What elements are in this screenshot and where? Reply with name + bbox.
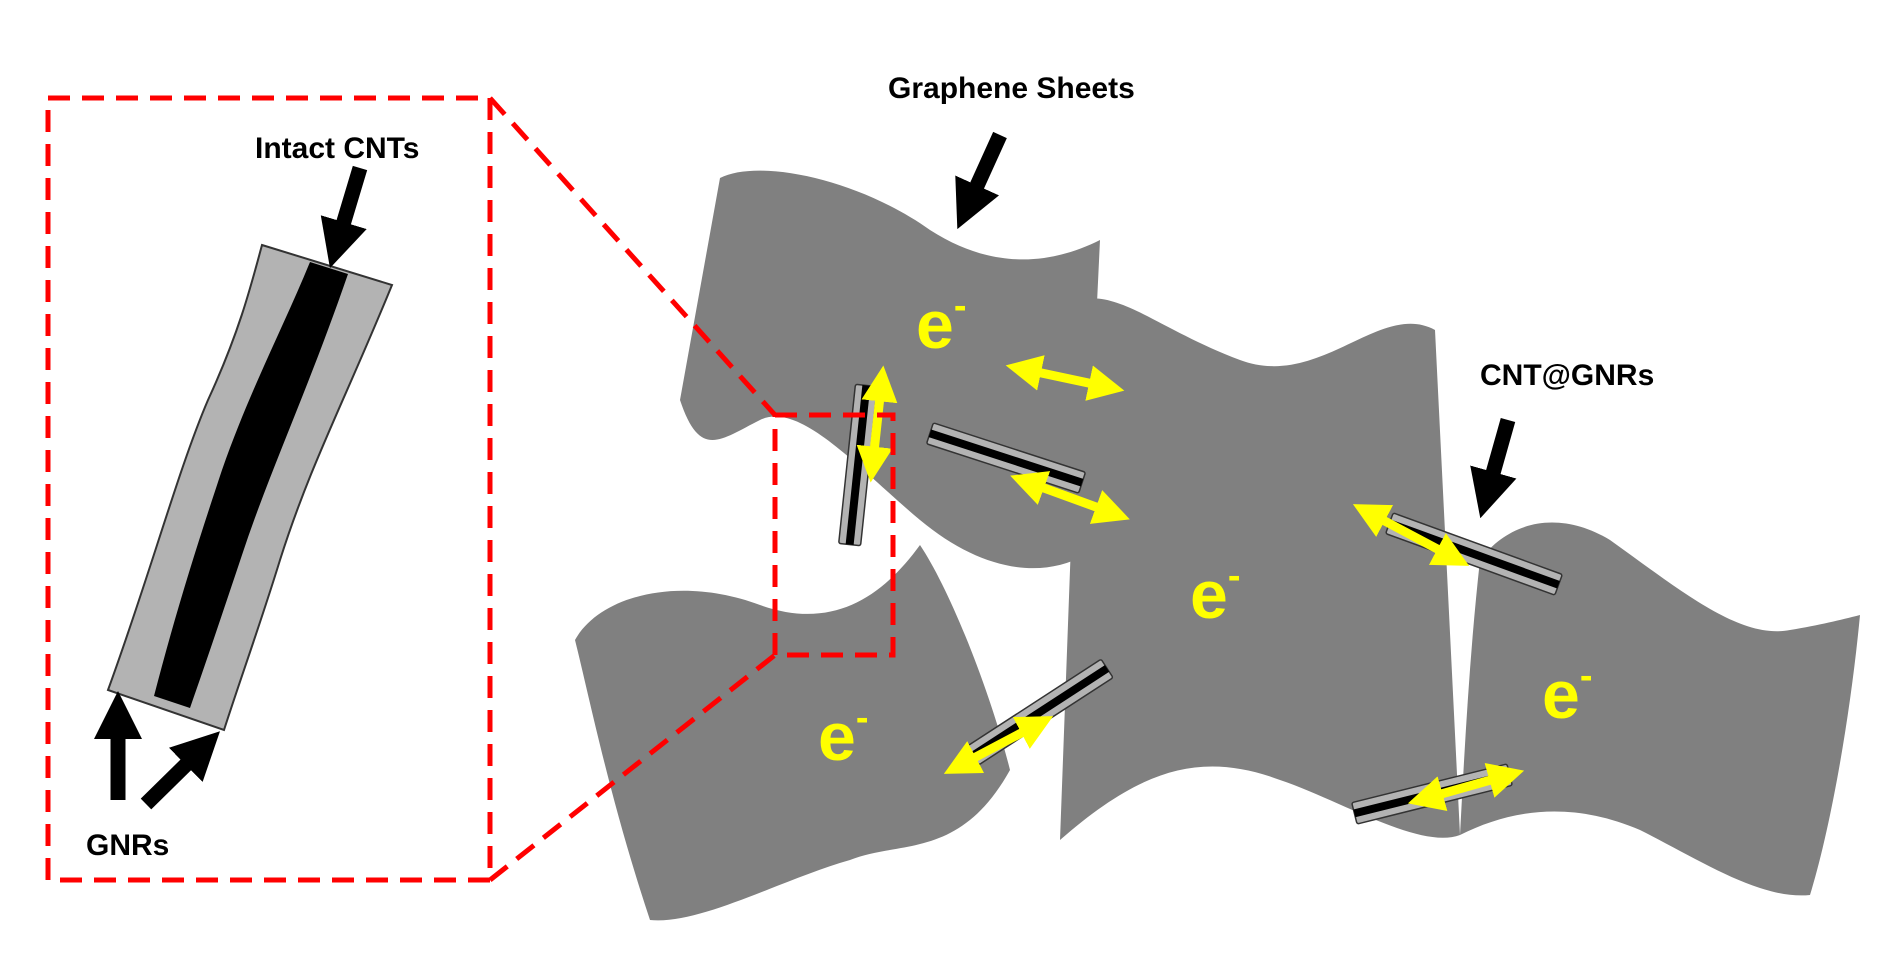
yellow-double-arrow-icon [1005, 355, 1125, 401]
zoom-source-box [772, 412, 896, 658]
yellow-double-arrow-icon [943, 716, 1054, 774]
black-arrow-icon [140, 731, 220, 810]
black-arrow-icon [320, 165, 368, 269]
black-arrow-icon [955, 131, 1007, 230]
graphene-sheet-right [1460, 522, 1860, 896]
graphene-sheet-center [1060, 298, 1460, 840]
zoomed-cnt-gnr [106, 243, 394, 732]
yellow-double-arrow-icon [1352, 504, 1470, 566]
intact-cnts-label: Intact CNTs [255, 132, 419, 165]
yellow-double-arrow-icon [856, 365, 898, 483]
yellow-double-arrow-icon [1010, 471, 1130, 524]
cnt-core [154, 262, 348, 708]
graphene-sheets-label: Graphene Sheets [888, 72, 1135, 105]
graphene-sheets-group [575, 170, 1860, 921]
zoom-indicator [45, 95, 896, 883]
electron-label: e- [1190, 555, 1240, 633]
electron-label: e- [818, 697, 868, 775]
cnt-gnrs-label: CNT@GNRs [1480, 359, 1654, 392]
electron-transfer-arrows [856, 355, 1525, 811]
electron-labels: e- e- e- e- [818, 285, 1592, 775]
electron-label: e- [1542, 655, 1592, 733]
zoom-projection-line-top [488, 96, 777, 417]
yellow-double-arrow-icon [1407, 763, 1525, 811]
zoom-detail-box [45, 95, 493, 883]
electron-label: e- [916, 285, 966, 363]
pointer-arrows [93, 131, 1517, 810]
graphene-sheet-bottom-left [575, 545, 1010, 921]
gnrs-label: GNRs [86, 829, 169, 862]
black-arrow-icon [1470, 417, 1517, 519]
zoom-projection-line-bottom [488, 653, 777, 882]
